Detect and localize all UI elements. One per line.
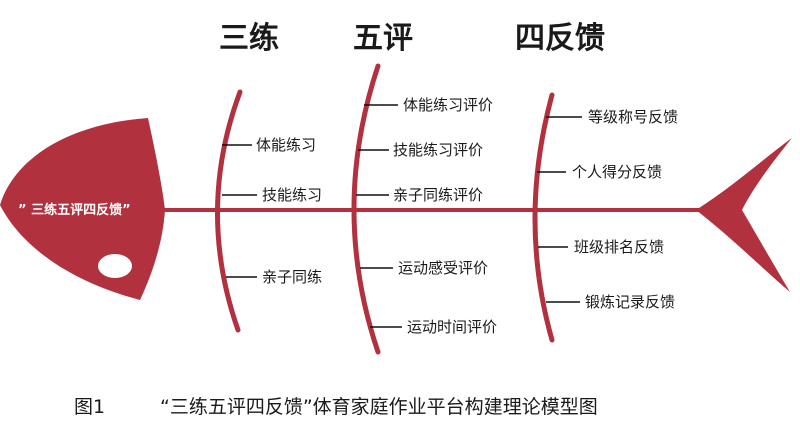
header-evaluation: 五评 <box>353 21 413 56</box>
evaluation-item: 运动时间评价 <box>407 318 497 336</box>
practice-item: 技能练习 <box>262 186 322 204</box>
feedback-branch: 等级称号反馈 个人得分反馈 班级排名反馈 锻炼记录反馈 <box>537 108 678 311</box>
fish-head-label: ” 三练五评四反馈” <box>18 202 131 218</box>
feedback-item: 个人得分反馈 <box>572 163 662 181</box>
feedback-item: 锻炼记录反馈 <box>585 293 675 311</box>
practice-item: 体能练习 <box>256 136 316 154</box>
figure-number: 图1 <box>74 396 105 418</box>
figure-caption: “三练五评四反馈”体育家庭作业平台构建理论模型图 <box>160 396 598 418</box>
fish-eye <box>98 254 132 278</box>
feedback-rib <box>532 92 555 343</box>
evaluation-item: 运动感受评价 <box>398 259 488 277</box>
practice-rib <box>215 89 243 333</box>
header-feedback: 四反馈 <box>515 21 605 56</box>
fish-head <box>0 118 165 300</box>
practice-branch: 体能练习 技能练习 亲子同练 <box>222 136 322 286</box>
header-practice: 三练 <box>219 21 279 56</box>
evaluation-item: 技能练习评价 <box>393 141 483 159</box>
evaluation-item: 亲子同练评价 <box>393 186 483 204</box>
evaluation-item: 体能练习评价 <box>403 96 493 114</box>
evaluation-branch: 体能练习评价 技能练习评价 亲子同练评价 运动感受评价 运动时间评价 <box>356 96 497 336</box>
feedback-item: 班级排名反馈 <box>574 238 664 256</box>
fish-tail <box>696 138 792 292</box>
feedback-item: 等级称号反馈 <box>588 108 678 126</box>
practice-item: 亲子同练 <box>262 268 322 286</box>
evaluation-rib <box>351 63 381 355</box>
